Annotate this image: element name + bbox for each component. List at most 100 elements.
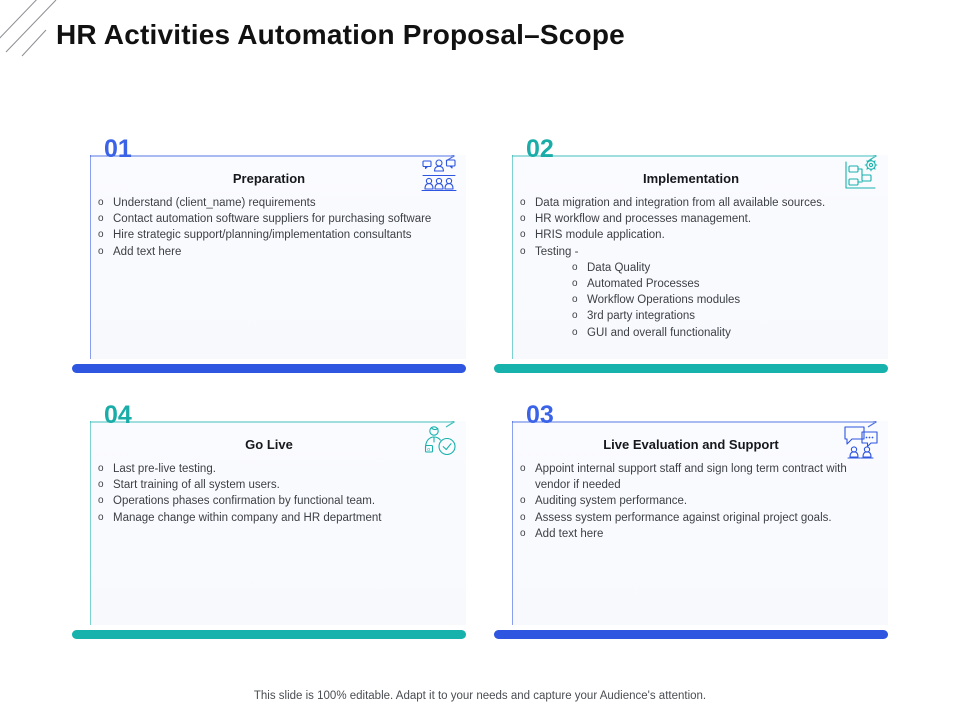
bullet-text: Understand (client_name) requirements xyxy=(113,197,316,209)
bullet-marker: o xyxy=(572,310,578,322)
card-arrow xyxy=(90,416,466,437)
bullet-marker: o xyxy=(98,511,104,523)
bullet-item: o Start training of all system users. xyxy=(98,477,460,493)
bullet-item: o Assess system performance against origi… xyxy=(520,510,882,526)
bullet-marker: o xyxy=(520,463,526,474)
bullet-text: HRIS module application. xyxy=(535,229,665,242)
bullet-text: Assess system performance against origin… xyxy=(535,511,832,524)
bullet-marker: o xyxy=(98,229,104,241)
bullet-text: Workflow Operations modules xyxy=(587,294,741,307)
card-title: Go Live xyxy=(245,437,293,452)
bullet-marker: o xyxy=(98,495,104,507)
decorative-diagonal-lines xyxy=(0,0,57,57)
bullet-marker: o xyxy=(572,278,578,290)
card-left-rule xyxy=(90,421,91,625)
card-left-rule xyxy=(512,421,513,625)
bullet-sub-item: o 3rd party integrations xyxy=(572,308,882,324)
support-chat-icon xyxy=(844,426,878,459)
bullet-marker: o xyxy=(572,261,578,273)
card-arrow xyxy=(512,416,888,437)
bullet-marker: o xyxy=(98,479,104,491)
card-arrow xyxy=(512,150,888,171)
card-title: Implementation xyxy=(642,171,740,186)
card-panel xyxy=(90,421,466,625)
bullet-marker: o xyxy=(520,197,526,208)
bullet-marker: o xyxy=(520,229,526,241)
bullet-text: Appoint internal support staff and sign … xyxy=(535,463,847,492)
card-accent-bar xyxy=(494,364,888,373)
card-number: 02 xyxy=(526,135,554,163)
bullet-text: Add text here xyxy=(535,527,604,540)
bullet-item: o Understand (client_name) requirements xyxy=(98,195,460,211)
bullet-item: o Add text here xyxy=(520,526,882,542)
bullet-item: o Contact automation software suppliers f… xyxy=(98,211,460,227)
card-title: Live Evaluation and Support xyxy=(603,437,779,452)
bullet-text: Automated Processes xyxy=(587,278,700,291)
bullet-text: Auditing system performance. xyxy=(535,495,688,508)
bullet-text: Start training of all system users. xyxy=(113,479,280,492)
bullet-text: Testing - xyxy=(535,245,579,258)
bullet-marker: o xyxy=(98,213,104,225)
bullet-marker: o xyxy=(572,326,578,338)
bullet-text: GUI and overall functionality xyxy=(587,326,731,339)
bullet-text: Hire strategic support/planning/implemen… xyxy=(113,229,412,242)
page-title: HR Activities Automation Proposal–Scope xyxy=(56,19,625,50)
bullet-item: o HRIS module application. xyxy=(520,227,882,243)
card-icon-slot xyxy=(840,155,882,197)
bullet-marker: o xyxy=(98,245,104,257)
card-left-rule xyxy=(90,155,91,359)
bullet-item: o Appoint internal support staff and sign… xyxy=(520,461,882,493)
bullet-text: Last pre-live testing. xyxy=(113,463,216,475)
bullet-marker: o xyxy=(572,294,578,306)
bullet-text: HR workflow and processes management. xyxy=(535,213,752,226)
bullet-text: Data migration and integration from all … xyxy=(535,197,826,209)
bullet-marker: o xyxy=(520,495,526,507)
card-number: 03 xyxy=(526,401,554,429)
card-icon-slot xyxy=(840,421,882,463)
card-accent-bar xyxy=(494,630,888,639)
card-left-rule xyxy=(512,155,513,359)
bullet-sub-item: o Automated Processes xyxy=(572,276,882,292)
footer-note: This slide is 100% editable. Adapt it to… xyxy=(253,690,707,702)
bullet-marker: o xyxy=(520,511,526,523)
bullet-marker: o xyxy=(98,197,104,208)
bullet-item: o Last pre-live testing. xyxy=(98,461,460,477)
bullet-marker: o xyxy=(98,463,104,474)
person-check-icon: o xyxy=(424,426,456,456)
svg-text:o: o xyxy=(427,447,430,453)
bullet-item: o Hire strategic support/planning/impleme… xyxy=(98,227,460,243)
workflow-gear-icon xyxy=(845,158,878,189)
bullet-item: o Auditing system performance. xyxy=(520,493,882,509)
bullet-item: o HR workflow and processes management. xyxy=(520,211,882,227)
card-icon-slot: o xyxy=(418,421,460,463)
bullet-sub-item: o GUI and overall functionality xyxy=(572,325,882,341)
card-arrow xyxy=(90,150,466,171)
bullet-item: o Testing - xyxy=(520,244,882,260)
bullet-text: 3rd party integrations xyxy=(587,310,696,323)
card-accent-bar xyxy=(72,364,466,373)
meeting-people-icon xyxy=(421,159,457,192)
card-panel xyxy=(512,155,888,359)
bullet-marker: o xyxy=(520,245,526,257)
bullet-marker: o xyxy=(520,213,526,225)
card-title: Preparation xyxy=(232,171,306,186)
bullet-item: o Operations phases confirmation by funct… xyxy=(98,493,460,509)
bullet-text: Contact automation software suppliers fo… xyxy=(113,213,432,226)
bullet-item: o Data migration and integration from all… xyxy=(520,195,882,211)
bullet-text: Manage change within company and HR depa… xyxy=(113,511,382,524)
card-accent-bar xyxy=(72,630,466,639)
bullet-item: o Manage change within company and HR dep… xyxy=(98,510,460,526)
card-icon-slot xyxy=(418,155,460,197)
bullet-marker: o xyxy=(520,527,526,539)
card-number: 01 xyxy=(104,135,132,163)
card-number: 04 xyxy=(104,401,132,429)
bullet-text: Operations phases confirmation by functi… xyxy=(113,495,376,508)
bullet-sub-item: o Workflow Operations modules xyxy=(572,292,882,308)
